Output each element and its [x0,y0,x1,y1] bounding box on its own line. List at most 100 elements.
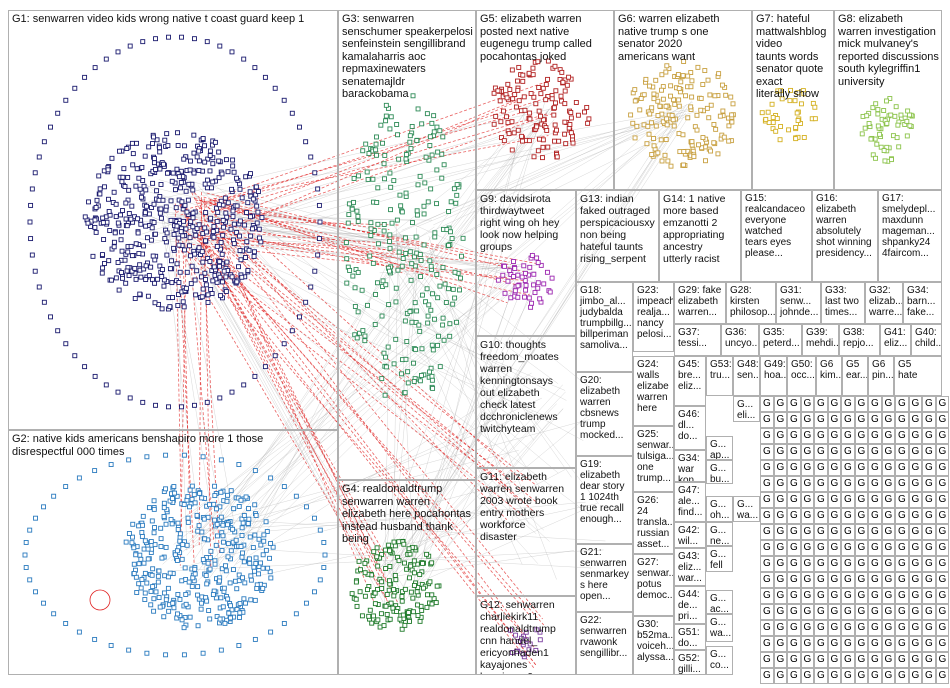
mini-group-cell[interactable]: G [895,604,909,620]
mini-group-cell[interactable]: G [868,668,882,684]
mini-group-cell[interactable]: G [827,556,841,572]
mini-group-cell[interactable]: G [814,492,828,508]
mini-group-cell[interactable]: G [841,428,855,444]
group-panel-g27[interactable]: G27: senwar... potus democ... [633,554,674,616]
group-panel-g51[interactable]: G51: do... [674,624,706,650]
mini-group-cell[interactable]: G [881,444,895,460]
mini-group-cell[interactable]: G [895,524,909,540]
mini-group-cell[interactable]: G [800,412,814,428]
mini-group-cell[interactable]: G [787,508,801,524]
mini-group-cell[interactable]: G [868,428,882,444]
group-panel-gmini8[interactable]: G... co... [706,646,733,675]
mini-group-cell[interactable]: G [854,524,868,540]
mini-group-cell[interactable]: G [881,428,895,444]
mini-group-cell[interactable]: G [908,604,922,620]
mini-group-cell[interactable]: G [841,556,855,572]
mini-group-cell[interactable]: G [841,492,855,508]
mini-group-cell[interactable]: G [773,668,787,684]
mini-group-cell[interactable]: G [787,620,801,636]
mini-group-cell[interactable]: G [908,588,922,604]
mini-group-cell[interactable]: G [760,460,774,476]
mini-group-cell[interactable]: G [827,524,841,540]
mini-group-cell[interactable]: G [760,652,774,668]
mini-group-cell[interactable]: G [800,540,814,556]
group-panel-g34[interactable]: G34: barn... fake... [903,282,942,324]
group-panel-g35[interactable]: G35: peterd... [759,324,802,356]
mini-group-cell[interactable]: G [773,476,787,492]
mini-group-cell[interactable]: G [922,524,936,540]
group-panel-g9[interactable]: G9: davidsirota thirdwaytweet right wing… [476,190,576,336]
mini-group-cell[interactable]: G [868,540,882,556]
mini-group-cell[interactable]: G [881,636,895,652]
mini-group-cell[interactable]: G [827,636,841,652]
group-panel-g2[interactable]: G2: native kids americans benshapiro mor… [8,430,338,675]
mini-group-cell[interactable]: G [787,396,801,412]
mini-group-cell[interactable]: G [908,476,922,492]
group-panel-g5[interactable]: G5: elizabeth warren posted next native … [476,10,614,190]
mini-group-cell[interactable]: G [800,604,814,620]
mini-group-cell[interactable]: G [800,668,814,684]
group-panel-g12[interactable]: G12: senwarren charliekirk11 realdonaldt… [476,596,576,675]
mini-group-cell[interactable]: G [854,556,868,572]
mini-group-cell[interactable]: G [881,556,895,572]
mini-group-cell[interactable]: G [841,524,855,540]
mini-group-cell[interactable]: G [908,620,922,636]
mini-group-cell[interactable]: G [922,572,936,588]
group-panel-g6[interactable]: G6: warren elizabeth native trump s one … [614,10,752,190]
mini-group-cell[interactable]: G [881,492,895,508]
mini-group-cell[interactable]: G [841,588,855,604]
mini-group-cell[interactable]: G [814,556,828,572]
group-panel-g37[interactable]: G37: tessi... [674,324,721,356]
mini-group-cell[interactable]: G [868,588,882,604]
mini-group-cell[interactable]: G [814,444,828,460]
mini-group-cell[interactable]: G [773,428,787,444]
group-panel-g47[interactable]: G47: ale... find... [674,482,706,522]
mini-group-cell[interactable]: G [854,652,868,668]
mini-group-cell[interactable]: G [787,604,801,620]
mini-group-cell[interactable]: G [908,460,922,476]
mini-group-cell[interactable]: G [935,652,949,668]
mini-group-cell[interactable]: G [895,412,909,428]
group-panel-g7[interactable]: G7: hateful mattwalshblog video taunts w… [752,10,834,190]
mini-group-cell[interactable]: G [854,508,868,524]
group-panel-g36[interactable]: G36: uncyo... [721,324,759,356]
mini-group-cell[interactable]: G [841,604,855,620]
group-panel-g49[interactable]: G49: hoa... [760,356,787,396]
mini-group-cell[interactable]: G [827,652,841,668]
group-panel-g39[interactable]: G39: mehdi... [802,324,839,356]
mini-group-cell[interactable]: G [787,476,801,492]
group-panel-g16[interactable]: G16: elizabeth warren absolutely shot wi… [812,190,878,282]
mini-group-cell[interactable]: G [800,588,814,604]
mini-group-cell[interactable]: G [895,492,909,508]
group-panel-g5b[interactable]: G5 ear... [842,356,868,396]
mini-group-cell[interactable]: G [922,492,936,508]
mini-group-cell[interactable]: G [868,492,882,508]
group-panel-gmini2[interactable]: G... bu... [706,460,733,484]
mini-group-cell[interactable]: G [881,396,895,412]
mini-group-cell[interactable]: G [895,636,909,652]
group-panel-g40[interactable]: G40: child... [911,324,942,356]
mini-group-cell[interactable]: G [854,476,868,492]
mini-group-cell[interactable]: G [773,604,787,620]
mini-group-cell[interactable]: G [908,636,922,652]
mini-group-cell[interactable]: G [827,396,841,412]
mini-group-cell[interactable]: G [787,652,801,668]
mini-group-cell[interactable]: G [922,540,936,556]
mini-group-cell[interactable]: G [841,460,855,476]
mini-group-cell[interactable]: G [800,620,814,636]
mini-group-cell[interactable]: G [760,476,774,492]
mini-group-cell[interactable]: G [895,444,909,460]
mini-group-cell[interactable]: G [787,556,801,572]
mini-group-cell[interactable]: G [814,572,828,588]
mini-group-cell[interactable]: G [787,588,801,604]
group-panel-g46[interactable]: G46: dl... do... [674,406,706,450]
mini-group-cell[interactable]: G [881,572,895,588]
mini-group-cell[interactable]: G [814,652,828,668]
mini-group-cell[interactable]: G [841,636,855,652]
group-panel-g41[interactable]: G41: eliz... [880,324,911,356]
mini-group-cell[interactable]: G [814,636,828,652]
group-panel-g53[interactable]: G53: tru... [706,356,733,396]
mini-group-cell[interactable]: G [787,524,801,540]
mini-group-cell[interactable]: G [854,492,868,508]
mini-group-cell[interactable]: G [841,652,855,668]
